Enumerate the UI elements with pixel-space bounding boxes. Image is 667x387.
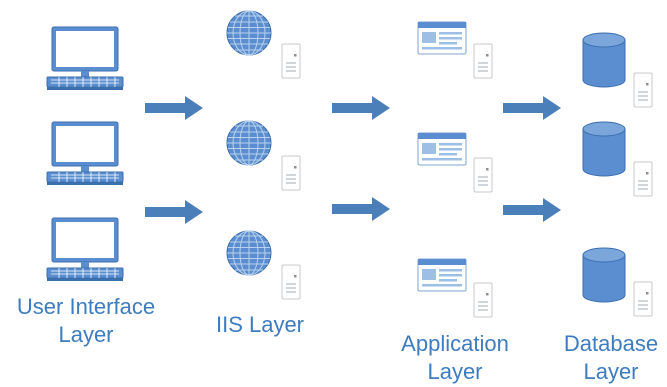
database-icon — [582, 32, 626, 88]
user-interface-layer-label: User Interface Layer — [0, 293, 172, 349]
computer-icon — [46, 121, 124, 186]
app-server-1 — [417, 21, 493, 79]
db-server-1 — [582, 32, 653, 108]
server-icon — [473, 157, 493, 193]
server-icon — [473, 43, 493, 79]
database-layer-label-line2: Layer — [583, 359, 639, 384]
arrow-right-icon — [503, 96, 561, 120]
db-server-2 — [582, 121, 653, 197]
computer-icon — [46, 217, 124, 282]
ui-computer-1 — [46, 26, 124, 91]
application-layer-label-line2: Layer — [427, 359, 483, 384]
arrow-right-icon — [145, 96, 203, 120]
server-icon — [633, 281, 653, 317]
arrow-right-icon — [332, 197, 390, 221]
arrow-right-icon — [332, 96, 390, 120]
ui-computer-3 — [46, 217, 124, 282]
iis-layer-label: IIS Layer — [195, 311, 325, 339]
app-server-2 — [417, 132, 493, 193]
server-icon — [281, 43, 301, 79]
server-icon — [281, 264, 301, 300]
app-window-icon — [417, 258, 467, 292]
application-layer-label: Application Layer — [380, 330, 530, 386]
db-server-3 — [582, 247, 653, 317]
database-icon — [582, 247, 626, 303]
server-icon — [281, 155, 301, 191]
iis-layer-label-line1: IIS Layer — [215, 312, 305, 337]
globe-icon — [226, 10, 272, 56]
user-interface-layer-label-line1: User Interface — [16, 294, 156, 319]
iis-server-1 — [226, 10, 301, 79]
server-icon — [633, 161, 653, 197]
database-layer-label: Database Layer — [555, 330, 667, 386]
arrow-right-icon — [503, 198, 561, 222]
database-layer-label-line1: Database — [563, 331, 659, 356]
app-server-3 — [417, 258, 493, 318]
application-layer-label-line1: Application — [401, 331, 509, 356]
arrow-right-icon — [145, 200, 203, 224]
globe-icon — [226, 120, 272, 166]
iis-server-3 — [226, 230, 301, 300]
iis-server-2 — [226, 120, 301, 191]
ui-computer-2 — [46, 121, 124, 186]
server-icon — [633, 72, 653, 108]
database-icon — [582, 121, 626, 177]
app-window-icon — [417, 132, 467, 166]
user-interface-layer-label-line2: Layer — [58, 322, 114, 347]
globe-icon — [226, 230, 272, 276]
server-icon — [473, 282, 493, 318]
computer-icon — [46, 26, 124, 91]
app-window-icon — [417, 21, 467, 55]
